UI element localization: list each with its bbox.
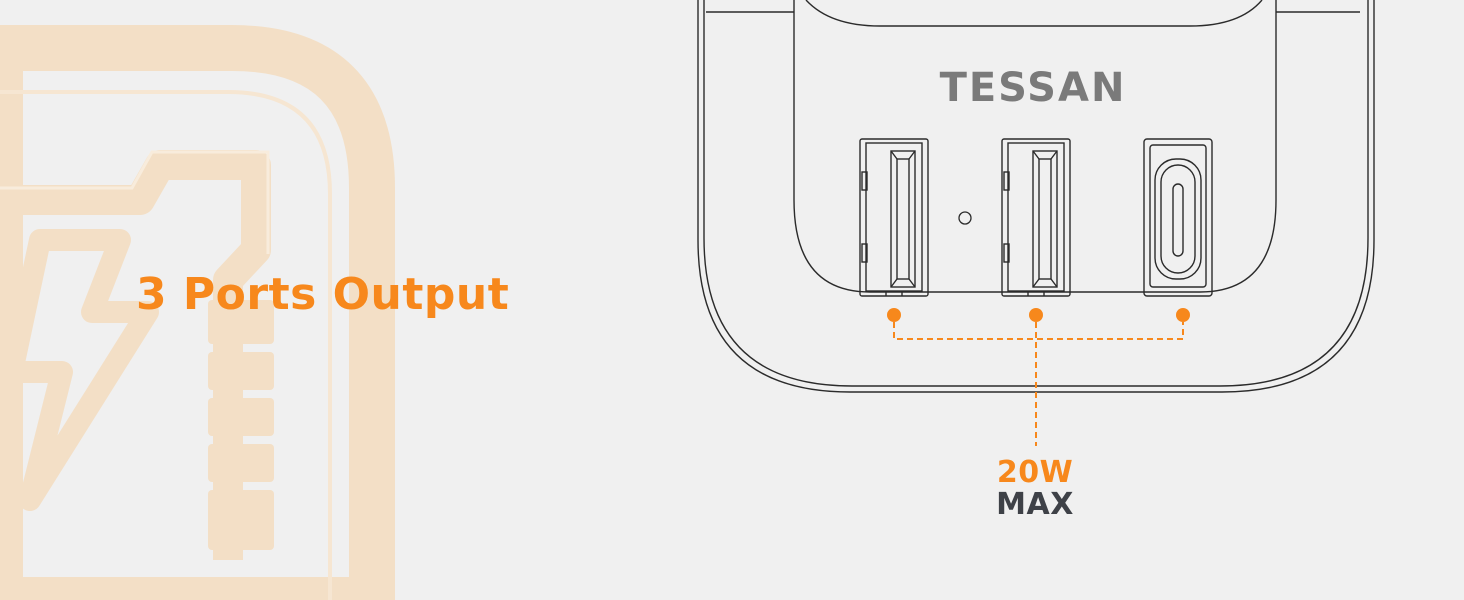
brand-logo: TESSAN — [940, 65, 1127, 111]
usb-a-port-1 — [859, 138, 929, 297]
power-rating-suffix: MAX — [996, 487, 1074, 522]
indicator-led — [958, 211, 972, 225]
headline: 3 Ports Output — [136, 269, 510, 320]
usb-a-port-2 — [1001, 138, 1071, 297]
usb-c-port — [1143, 138, 1213, 297]
lightning-bolt-icon — [1, 229, 159, 511]
charger-watermark-icon — [0, 25, 395, 600]
port-callout-lines — [887, 308, 1190, 446]
power-rating-value: 20W — [996, 455, 1074, 490]
vent-slots-icon — [208, 300, 274, 550]
